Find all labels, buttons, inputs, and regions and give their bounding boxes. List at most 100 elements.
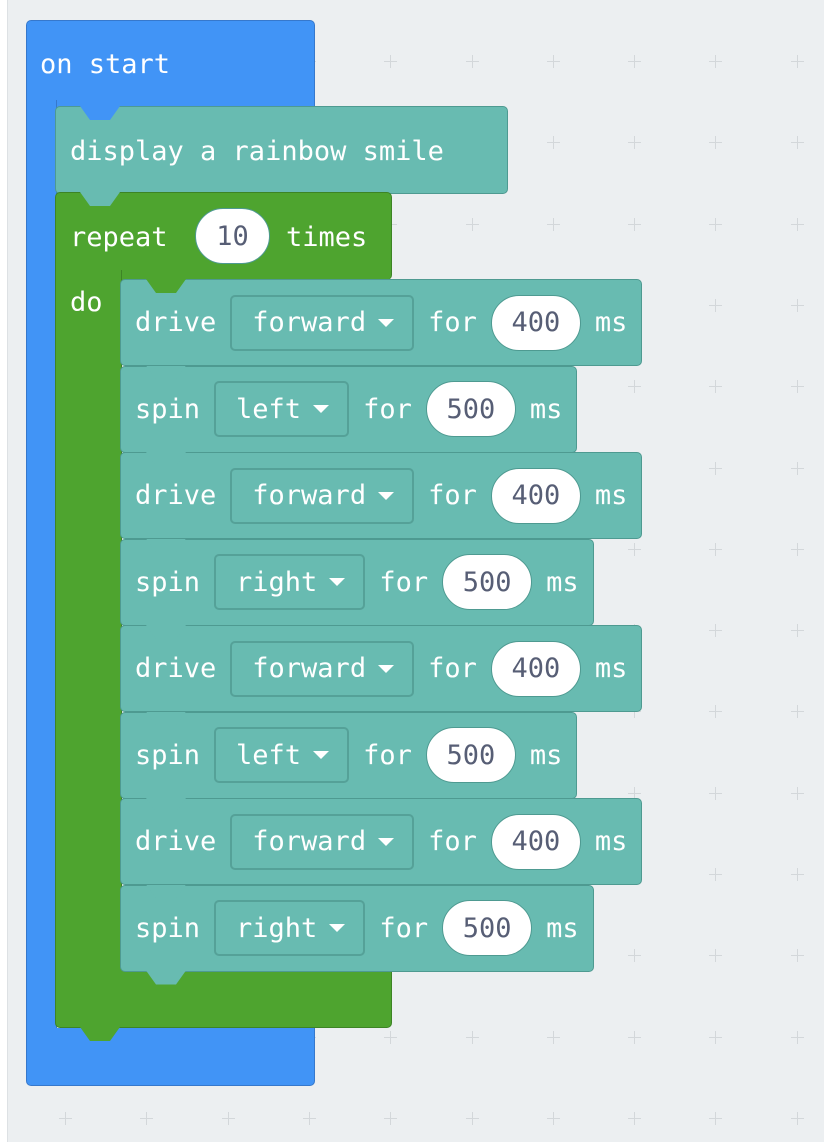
spin-label: spin xyxy=(135,739,201,771)
grid-plus-mark xyxy=(384,1030,398,1044)
connector-notch xyxy=(146,798,186,812)
grid-plus-mark xyxy=(790,705,804,719)
unit-label: ms xyxy=(594,480,628,511)
grid-plus-mark xyxy=(546,217,560,231)
drive-direction-dropdown[interactable]: forward xyxy=(230,640,415,697)
display-label: display a rainbow smile xyxy=(70,136,444,167)
spin-direction-dropdown[interactable]: left xyxy=(214,727,350,783)
duration-input[interactable]: 500 xyxy=(425,727,516,783)
duration-input[interactable]: 500 xyxy=(442,900,533,956)
workspace-left-edge xyxy=(0,0,8,1142)
drive-label: drive xyxy=(135,480,217,511)
duration-input[interactable]: 400 xyxy=(490,467,581,524)
dropdown-arrow-icon xyxy=(378,664,395,673)
grid-plus-mark xyxy=(709,55,723,68)
grid-plus-mark xyxy=(709,461,723,475)
spin-label: spin xyxy=(135,566,201,598)
drive-direction-dropdown[interactable]: forward xyxy=(230,467,415,524)
repeat-times-label: times xyxy=(286,222,368,253)
spin-direction-dropdown[interactable]: right xyxy=(214,900,366,956)
dropdown-arrow-icon xyxy=(313,405,330,413)
drive-label: drive xyxy=(135,307,217,338)
grid-plus-mark xyxy=(628,786,642,800)
connector-notch xyxy=(146,279,186,293)
dropdown-arrow-icon xyxy=(378,491,395,500)
grid-plus-mark xyxy=(709,380,723,394)
grid-plus-mark xyxy=(709,1111,723,1125)
grid-plus-mark xyxy=(790,624,804,638)
for-label: for xyxy=(428,653,477,684)
unit-label: ms xyxy=(546,912,579,944)
repeat-footer xyxy=(55,970,392,1028)
repeat-count-input[interactable]: 10 xyxy=(195,208,270,264)
unit-label: ms xyxy=(529,739,563,771)
duration-input[interactable]: 500 xyxy=(442,554,533,610)
grid-plus-mark xyxy=(140,1111,154,1125)
grid-plus-mark xyxy=(465,1030,479,1044)
grid-plus-mark xyxy=(790,55,804,68)
duration-input[interactable]: 400 xyxy=(490,294,581,351)
grid-plus-mark xyxy=(790,380,804,394)
grid-plus-mark xyxy=(790,461,804,475)
grid-plus-mark xyxy=(709,1030,723,1044)
dropdown-value: right xyxy=(236,912,318,944)
drive-label: drive xyxy=(135,653,217,684)
connector-notch xyxy=(146,452,186,466)
for-label: for xyxy=(428,826,477,857)
grid-plus-mark xyxy=(546,1030,560,1044)
for-label: for xyxy=(379,912,429,944)
grid-plus-mark xyxy=(790,1030,804,1044)
dropdown-value: forward xyxy=(252,480,367,511)
grid-plus-mark xyxy=(59,1111,72,1125)
dropdown-value: left xyxy=(236,393,302,425)
on-start-block[interactable] xyxy=(26,20,315,108)
grid-plus-mark xyxy=(790,217,804,231)
repeat-spine xyxy=(55,270,122,980)
drive-block[interactable]: drive forward for 400 ms xyxy=(120,798,643,885)
duration-input[interactable]: 500 xyxy=(425,381,516,437)
grid-plus-mark xyxy=(628,542,642,556)
drive-label: drive xyxy=(135,826,217,857)
grid-plus-mark xyxy=(628,55,642,68)
duration-input[interactable]: 400 xyxy=(490,813,581,870)
dropdown-value: forward xyxy=(252,653,367,684)
unit-label: ms xyxy=(594,826,628,857)
drive-direction-dropdown[interactable]: forward xyxy=(230,813,415,870)
grid-plus-mark xyxy=(709,298,723,312)
grid-plus-mark xyxy=(465,55,479,68)
grid-plus-mark xyxy=(628,380,642,394)
drive-direction-dropdown[interactable]: forward xyxy=(230,294,415,351)
spin-direction-dropdown[interactable]: right xyxy=(214,554,366,610)
on-start-footer xyxy=(26,1028,315,1086)
for-label: for xyxy=(363,739,412,771)
grid-plus-mark xyxy=(628,949,642,963)
grid-plus-mark xyxy=(709,868,723,881)
dropdown-value: forward xyxy=(252,826,367,857)
on-start-label: on start xyxy=(40,49,171,80)
grid-plus-mark xyxy=(628,1111,642,1125)
grid-plus-mark xyxy=(790,868,804,881)
grid-plus-mark xyxy=(546,136,560,150)
grid-plus-mark xyxy=(465,1111,479,1125)
duration-input[interactable]: 400 xyxy=(490,640,581,697)
grid-plus-mark xyxy=(790,298,804,312)
dropdown-arrow-icon xyxy=(329,924,346,932)
grid-plus-mark xyxy=(709,786,723,800)
connector-notch xyxy=(146,365,186,380)
display-rainbow-smile-block[interactable] xyxy=(55,106,508,194)
grid-plus-mark xyxy=(709,542,723,556)
connector-notch xyxy=(146,625,186,639)
spin-label: spin xyxy=(135,393,201,425)
grid-plus-mark xyxy=(628,217,642,231)
spin-direction-dropdown[interactable]: left xyxy=(214,381,350,437)
connector-notch xyxy=(80,192,120,206)
grid-plus-mark xyxy=(546,55,560,68)
repeat-label: repeat xyxy=(70,222,168,253)
